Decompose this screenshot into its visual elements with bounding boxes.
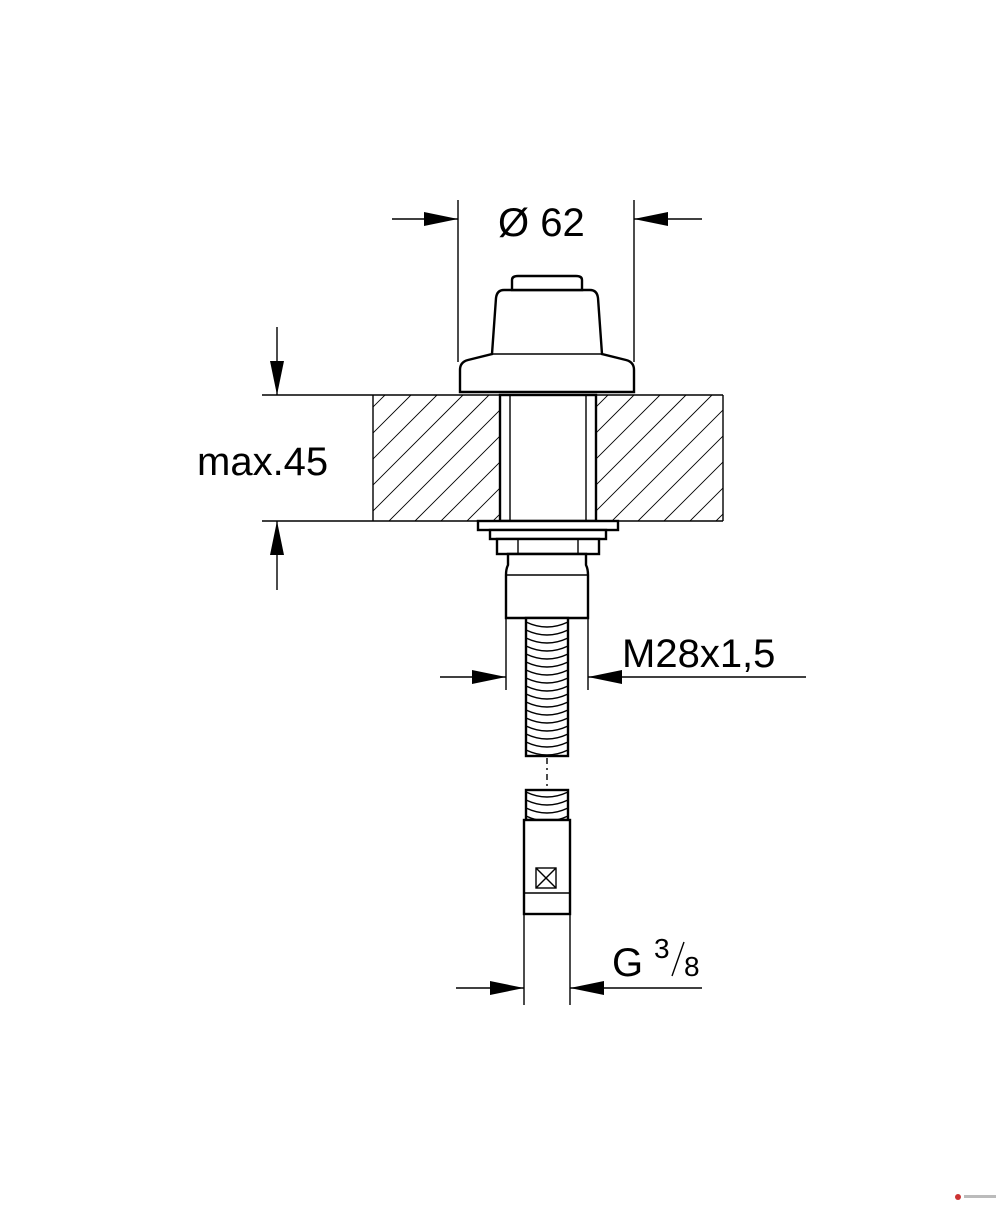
hatch-line [373, 395, 490, 512]
connection-denominator: 8 [684, 951, 700, 982]
hose-ring [525, 725, 569, 732]
hatch-line [689, 487, 723, 521]
hatch-line [663, 461, 723, 521]
hose-ring [525, 701, 569, 708]
hose-ring [525, 693, 569, 700]
hose-ring [525, 645, 569, 652]
thread-label: M28x1,5 [622, 632, 775, 676]
hatch-line [596, 395, 713, 512]
hatch-line [596, 395, 687, 486]
hose-ring [525, 653, 569, 660]
diameter-label: Ø 62 [498, 201, 585, 245]
watermark [955, 1194, 996, 1200]
hatch-line [611, 409, 723, 521]
hose-ring [525, 741, 569, 748]
escutcheon [458, 274, 636, 394]
connection-letter: G [612, 941, 643, 985]
thread-dimension: M28x1,5 [440, 618, 806, 690]
countertop-hatch-left [373, 395, 500, 521]
hose-ring [525, 709, 569, 716]
hose-ring [525, 717, 569, 724]
hatch-line [373, 395, 438, 460]
hose-ring [525, 749, 569, 756]
hatch-line [373, 395, 412, 434]
fixing-nut [476, 519, 620, 620]
hose-ring [525, 629, 569, 636]
hose-lower [524, 788, 570, 822]
countertop-outline [262, 394, 724, 522]
tail-pipe [523, 914, 571, 1005]
hose-ring [525, 733, 569, 740]
diameter-dimension: Ø 62 [392, 200, 702, 362]
hatch-line [388, 409, 500, 521]
hatch-line [373, 395, 464, 486]
hose-ring [525, 791, 569, 798]
hatch-line [466, 487, 500, 521]
hatch-line [715, 513, 723, 521]
hose-ring [525, 637, 569, 644]
shank [498, 393, 598, 523]
hose-ring [525, 807, 569, 814]
hose-ring [525, 799, 569, 806]
hose-ring [525, 677, 569, 684]
hose-upper [524, 616, 570, 758]
hatch-line [596, 395, 635, 434]
connection-numerator: 3 [654, 933, 670, 964]
connection-dimension: G 3 8 [456, 933, 702, 995]
thickness-label: max.45 [197, 440, 328, 484]
thickness-dimension: max.45 [197, 327, 328, 590]
hatch-line [440, 461, 500, 521]
hose-ring [525, 621, 569, 628]
hose-ring [525, 661, 569, 668]
hose-ring [525, 669, 569, 676]
hose-connector [522, 818, 572, 916]
hose-ring [525, 685, 569, 692]
hatch-line [637, 435, 723, 521]
hatch-line [414, 435, 500, 521]
